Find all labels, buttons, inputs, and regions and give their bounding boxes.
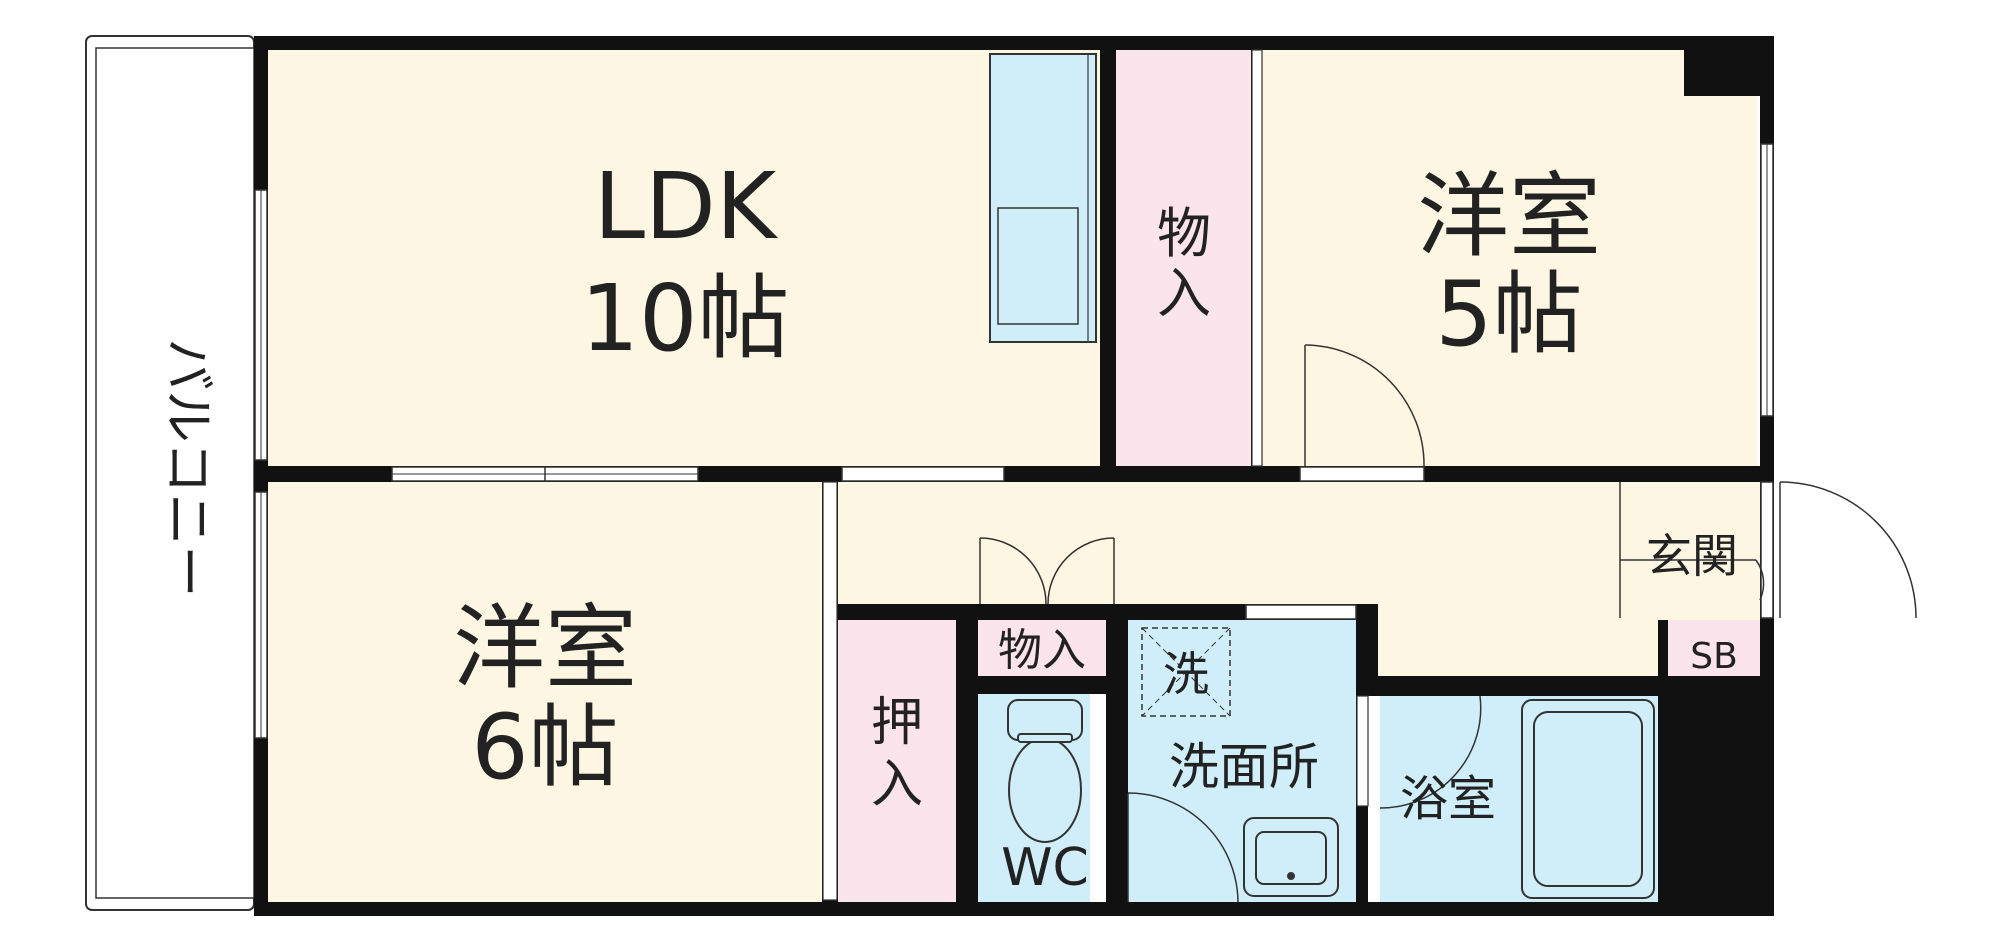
closet-upper-label-2: 入: [1157, 262, 1211, 325]
oshiire-floor: [838, 620, 956, 902]
bath-label: 浴室: [1400, 771, 1496, 827]
east-bedroom-size: 5帖: [1435, 262, 1582, 367]
shoe-box-label: SB: [1690, 636, 1738, 677]
toilet-label: WC: [1001, 838, 1089, 898]
closet-hall-label: 物入: [998, 625, 1086, 676]
openings: [254, 49, 1774, 901]
hall-floor-lower: [1378, 620, 1668, 676]
balcony-label: バルコニー: [157, 339, 217, 598]
wash-basin-icon: [1243, 817, 1339, 897]
washer-pan: [1141, 627, 1231, 717]
toilet-icon: [1007, 699, 1083, 843]
door-swings: [979, 344, 1917, 903]
east-bedroom-floor: [1262, 50, 1757, 470]
oshiire-label-2: 入: [871, 755, 923, 815]
balcony: [85, 35, 255, 911]
room-floors: [268, 50, 1760, 902]
bathtub-icon: [1521, 699, 1655, 899]
west-bedroom-floor: [268, 482, 822, 902]
room-labels: LDK 10帖 洋室 5帖 洋室 6帖 物 入 押 入 物入 WC 洗 洗面所 …: [157, 153, 1738, 898]
hall-floor: [830, 482, 1760, 620]
west-bedroom-size: 6帖: [471, 695, 618, 800]
kitchen-counter: [989, 53, 1097, 343]
oshiire-label-1: 押: [871, 693, 923, 753]
ldk-name: LDK: [594, 153, 779, 260]
washroom-label: 洗面所: [1169, 738, 1319, 796]
closet-upper-floor: [1116, 50, 1251, 470]
west-bedroom-name: 洋室: [453, 595, 637, 702]
ldk-size: 10帖: [580, 265, 789, 372]
entrance-label: 玄関: [1646, 529, 1738, 583]
east-bedroom-name: 洋室: [1417, 163, 1601, 270]
ldk-floor: [268, 50, 1100, 470]
closet-hall-floor: [978, 620, 1106, 676]
washer-label: 洗: [1163, 647, 1209, 701]
closet-upper-label-1: 物: [1157, 202, 1211, 265]
shoe-box-floor: [1668, 620, 1760, 676]
